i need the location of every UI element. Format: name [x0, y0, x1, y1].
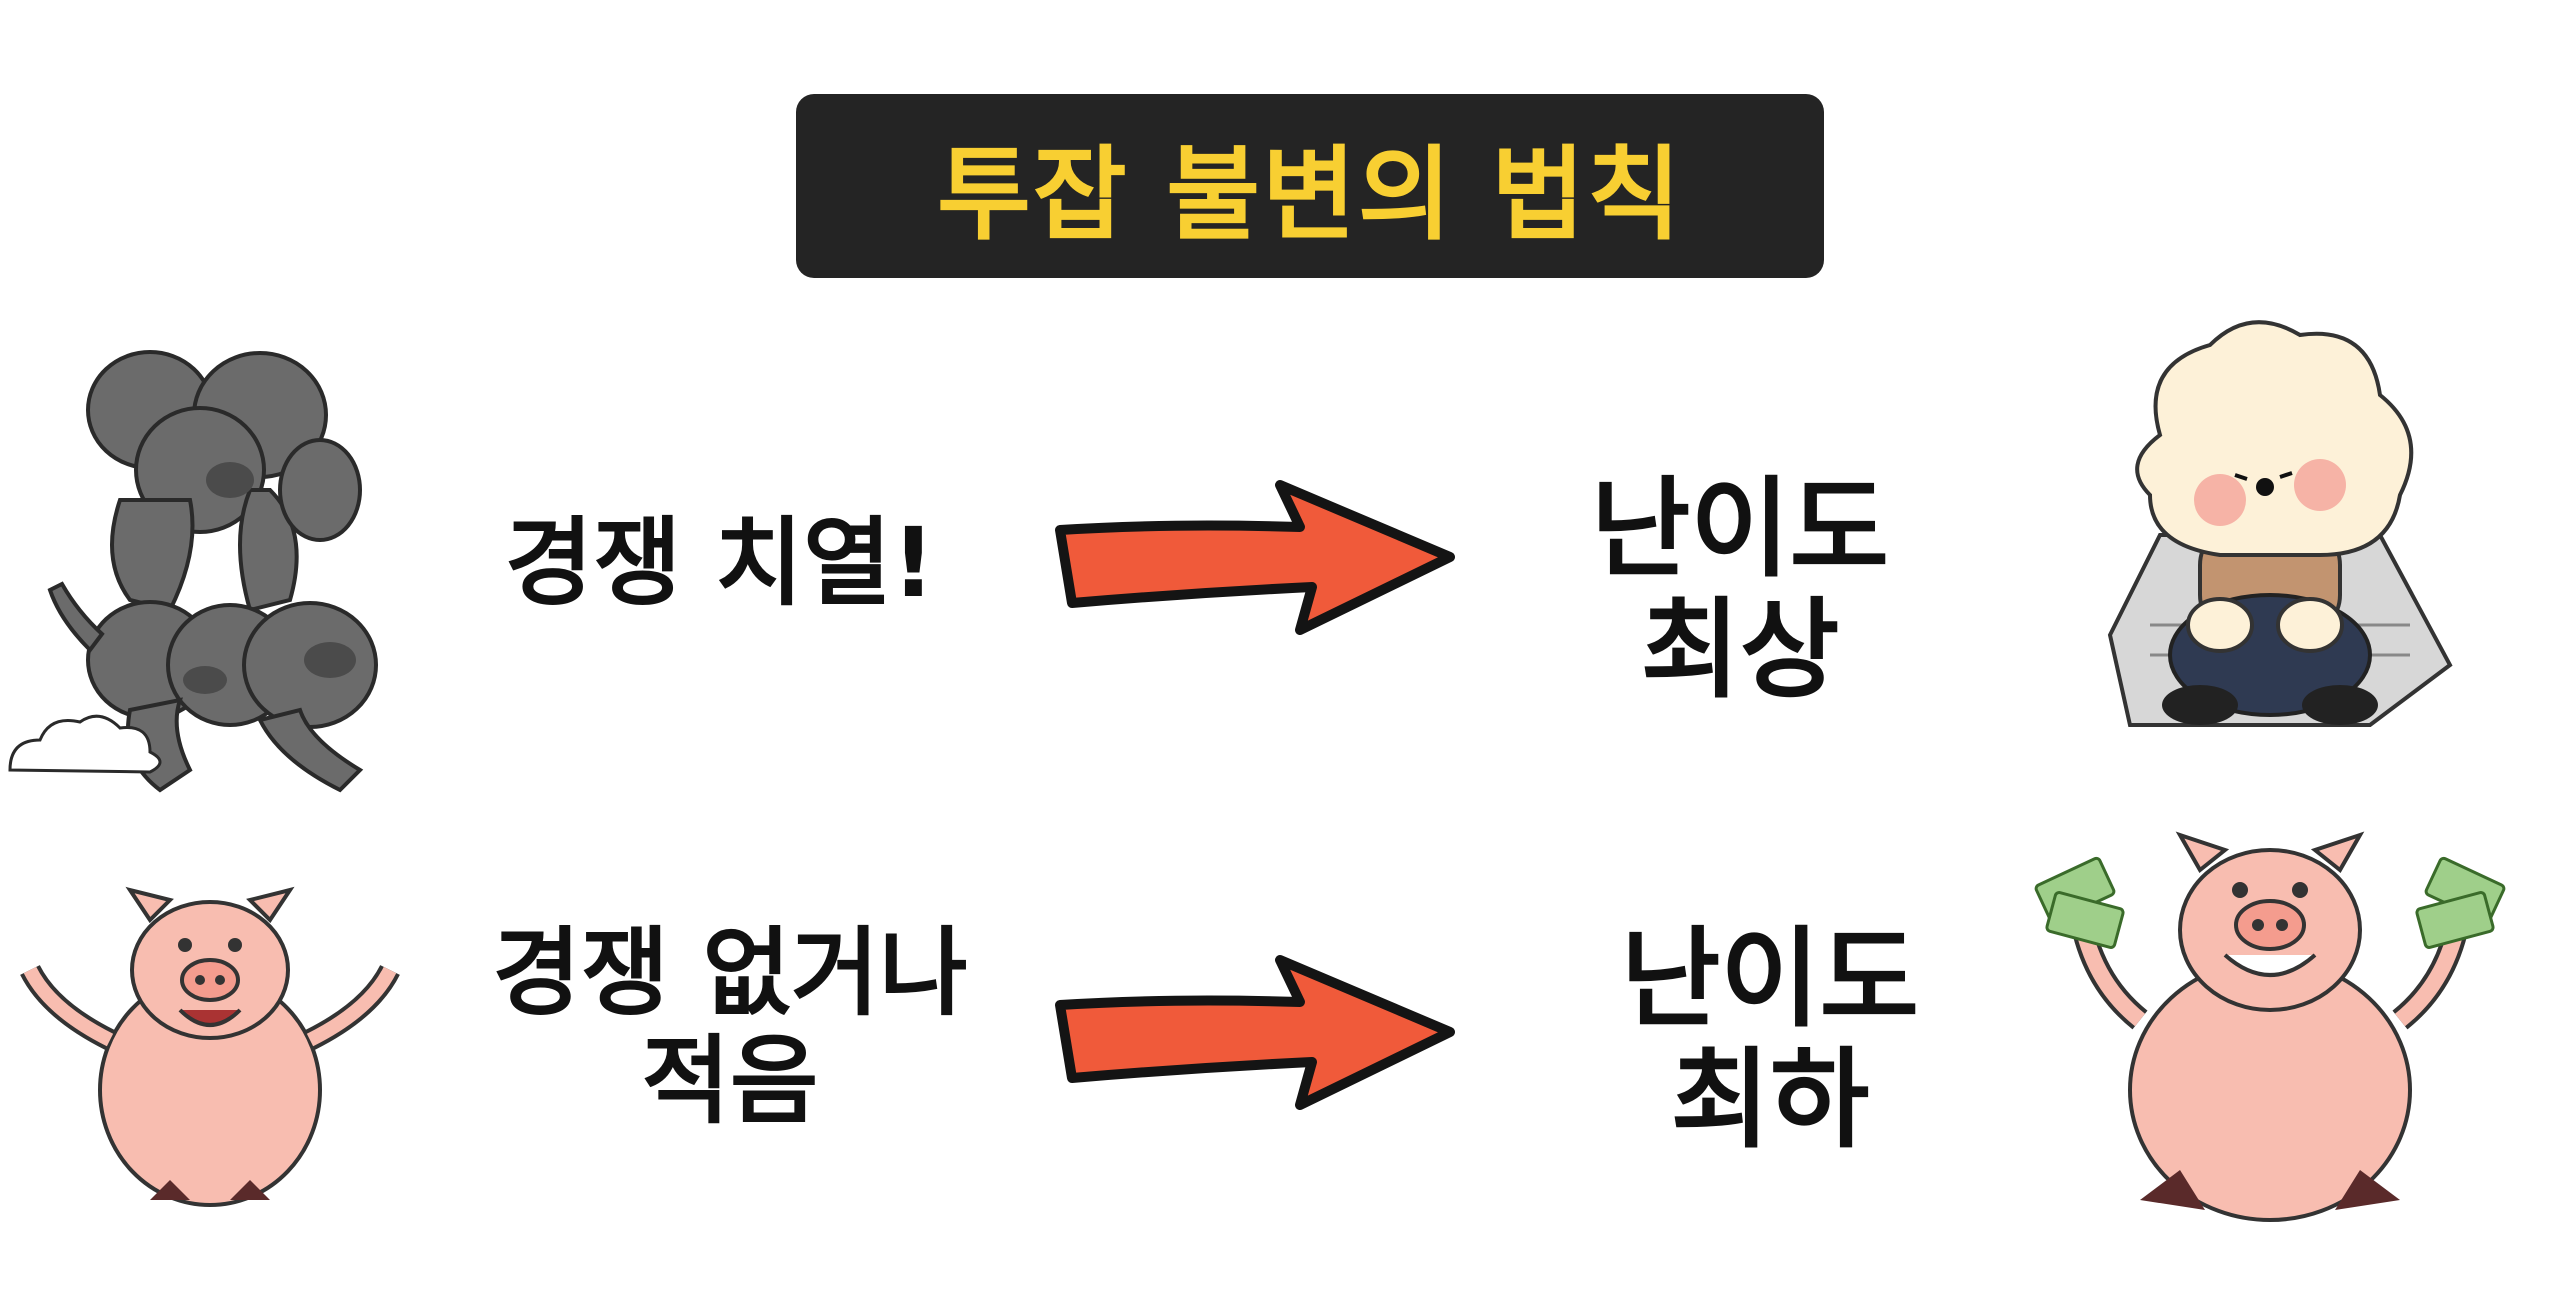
result-line-1: 난이도 [1620, 917, 1920, 1042]
result-difficulty-highest: 난이도 최상 [1530, 467, 1950, 713]
pig-with-money-illustration [2034, 831, 2506, 1222]
result-difficulty-lowest: 난이도 최하 [1560, 917, 1980, 1163]
right-arrow-icon [1055, 955, 1455, 1110]
condition-low-competition: 경쟁 없거나 적음 [430, 917, 1030, 1137]
condition-line-1: 경쟁 없거나 [492, 917, 968, 1029]
title-banner: 투잡 불변의 법칙 [796, 94, 1824, 278]
crowd-illustration [8, 350, 378, 793]
condition-line-2: 적음 [641, 1024, 819, 1137]
right-arrow-icon [1055, 480, 1455, 635]
result-line-2: 최상 [1640, 587, 1840, 713]
page-title: 투잡 불변의 법칙 [937, 135, 1683, 255]
result-line-2: 최하 [1670, 1037, 1870, 1163]
result-line-1: 난이도 [1590, 467, 1890, 592]
dog-illustration [2107, 320, 2453, 727]
pig-illustration [20, 886, 400, 1207]
condition-high-competition: 경쟁 치열! [504, 507, 936, 619]
